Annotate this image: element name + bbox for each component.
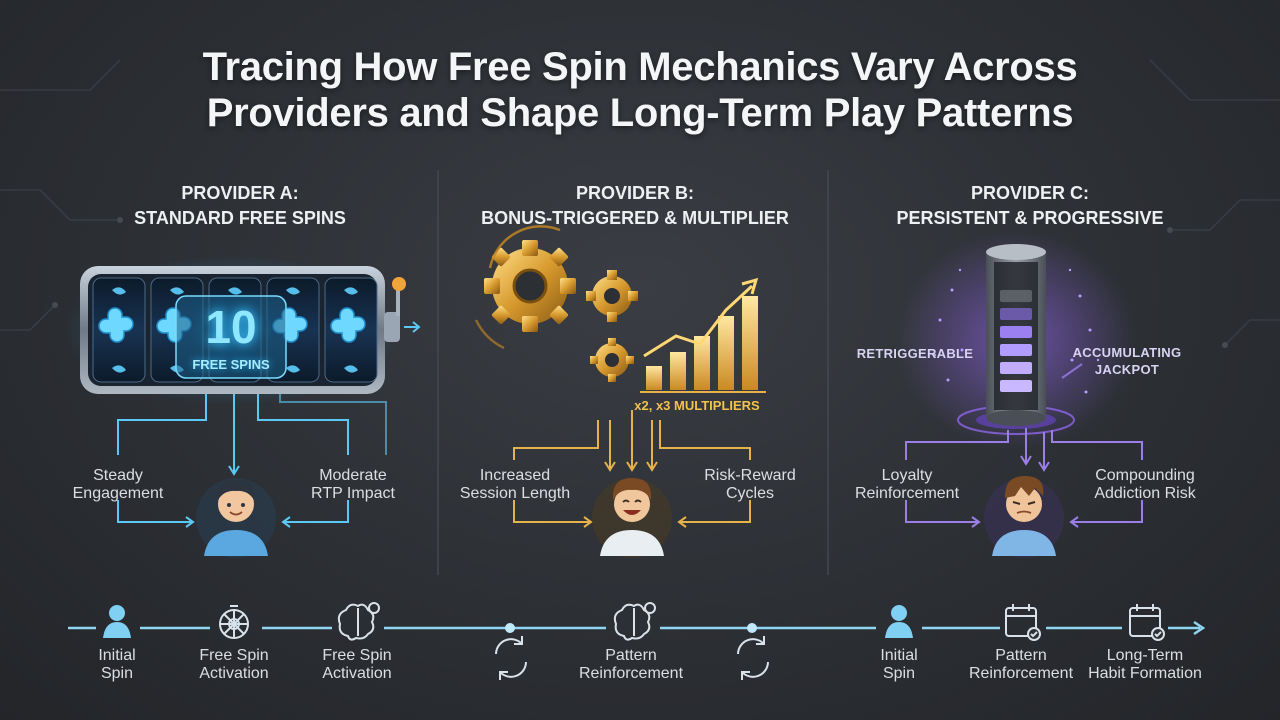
timeline-line: [68, 620, 1206, 636]
provider-a-right-label-line1: Moderate: [319, 467, 387, 484]
free-spins-label: FREE SPINS: [192, 357, 270, 372]
provider-b-right-label-line2: Cycles: [725, 485, 774, 502]
timeline-label-9: Long-Term Habit Formation: [1080, 647, 1210, 683]
brain-gear-icon: [613, 602, 656, 641]
timeline-label-8-line1: Pattern: [995, 647, 1047, 664]
provider-b-left-label: Increased Session Length: [450, 467, 580, 503]
multiplier-label: x2, x3 MULTIPLIERS: [634, 398, 760, 413]
provider-c-right-label-line1: Compounding: [1095, 467, 1195, 484]
provider-c-right-label-line2: Addiction Risk: [1094, 485, 1196, 502]
provider-b-left-label-line2: Session Length: [459, 485, 571, 502]
provider-c-right-label: Compounding Addiction Risk: [1080, 467, 1210, 503]
provider-b-heading: PROVIDER B: BONUS-TRIGGERED & MULTIPLIER: [455, 181, 815, 231]
page-title: Tracing How Free Spin Mechanics Vary Acr…: [0, 44, 1280, 136]
timeline-label-3-line1: Free Spin: [322, 647, 392, 664]
user-avatar-b: [592, 478, 672, 558]
cycle-icon: [495, 636, 527, 680]
provider-c-left-label-line1: Loyalty: [881, 467, 933, 484]
provider-a-heading: PROVIDER A: STANDARD FREE SPINS: [90, 181, 390, 231]
provider-a-heading-line2: STANDARD FREE SPINS: [134, 208, 346, 228]
provider-b-right-label-line1: Risk-Reward: [704, 467, 796, 484]
provider-a-left-label: Steady Engagement: [58, 467, 178, 503]
slot-lever-knob: [392, 277, 406, 291]
sparkle-particles: [933, 268, 1100, 394]
person-icon: [103, 605, 131, 638]
brain-gear-icon: [337, 602, 380, 641]
title-line-2: Providers and Shape Long-Term Play Patte…: [206, 91, 1074, 135]
timeline-label-1: Initial Spin: [67, 647, 167, 683]
provider-a-left-label-line1: Steady: [93, 467, 143, 484]
accumulating-jackpot-tag-line1: ACCUMULATING: [1072, 345, 1182, 360]
provider-b-right-label: Risk-Reward Cycles: [690, 467, 810, 503]
provider-c-heading-line2: PERSISTENT & PROGRESSIVE: [896, 208, 1164, 228]
person-icon: [885, 605, 913, 638]
timeline-label-9-line1: Long-Term: [1106, 647, 1184, 664]
free-spins-count: 10: [205, 301, 257, 353]
user-avatar-a: [196, 478, 276, 558]
provider-b-connectors: [513, 410, 751, 528]
calendar-icon: [1129, 604, 1165, 641]
spin-wheel-icon: [219, 605, 249, 639]
timeline-label-1-line2: Spin: [100, 665, 134, 682]
provider-b-left-label-line1: Increased: [479, 467, 551, 484]
provider-a-connectors: [117, 394, 387, 528]
provider-c-left-label-line2: Reinforcement: [854, 485, 960, 502]
timeline-label-8: Pattern Reinforcement: [961, 647, 1081, 683]
timeline-label-7-line1: Initial: [880, 647, 918, 664]
slot-lever-base: [384, 312, 400, 342]
provider-a-right-label-line2: RTP Impact: [311, 485, 395, 502]
timeline-label-7: Initial Spin: [849, 647, 949, 683]
calendar-icon: [1005, 604, 1041, 641]
timeline-label-3: Free Spin Activation: [307, 647, 407, 683]
user-avatar-c: [984, 476, 1064, 558]
progress-cylinder: [957, 244, 1075, 435]
timeline-label-5-line2: Reinforcement: [578, 665, 684, 682]
timeline-label-2-line1: Free Spin: [199, 647, 269, 664]
provider-c-heading: PROVIDER C: PERSISTENT & PROGRESSIVE: [870, 181, 1190, 231]
provider-c-left-label: Loyalty Reinforcement: [842, 467, 972, 503]
provider-c-heading-line1: PROVIDER C:: [970, 183, 1089, 203]
timeline-label-1-line1: Initial: [98, 647, 136, 664]
timeline-dot: [505, 623, 515, 633]
timeline-dot: [747, 623, 757, 633]
provider-c-connectors: [905, 363, 1143, 528]
timeline-label-5: Pattern Reinforcement: [571, 647, 691, 683]
accumulating-jackpot-tag: ACCUMULATING JACKPOT: [1062, 344, 1192, 378]
timeline-label-8-line2: Reinforcement: [968, 665, 1074, 682]
timeline-label-9-line2: Habit Formation: [1088, 665, 1202, 682]
multiplier-bar-chart: [640, 277, 766, 393]
provider-a-left-label-line2: Engagement: [72, 485, 164, 502]
gear-icon-small-bottom: [590, 338, 634, 382]
provider-a-right-label: Moderate RTP Impact: [288, 467, 418, 503]
timeline-label-2: Free Spin Activation: [184, 647, 284, 683]
free-spins-badge: [175, 295, 287, 379]
gear-icon-large: [484, 240, 576, 332]
cycle-icon: [737, 636, 769, 680]
provider-a-heading-line1: PROVIDER A:: [181, 183, 299, 203]
provider-b-heading-line1: PROVIDER B:: [575, 183, 694, 203]
timeline-label-7-line2: Spin: [882, 665, 916, 682]
provider-b-heading-line2: BONUS-TRIGGERED & MULTIPLIER: [481, 208, 789, 228]
timeline-label-2-line2: Activation: [199, 665, 269, 682]
timeline-label-5-line1: Pattern: [605, 647, 657, 664]
timeline-label-3-line2: Activation: [322, 665, 392, 682]
title-line-1: Tracing How Free Spin Mechanics Vary Acr…: [202, 45, 1078, 89]
retriggerable-tag: RETRIGGERABLE: [856, 346, 974, 361]
accumulating-jackpot-tag-line2: JACKPOT: [1094, 362, 1160, 377]
gear-icon-small-top: [586, 270, 638, 322]
